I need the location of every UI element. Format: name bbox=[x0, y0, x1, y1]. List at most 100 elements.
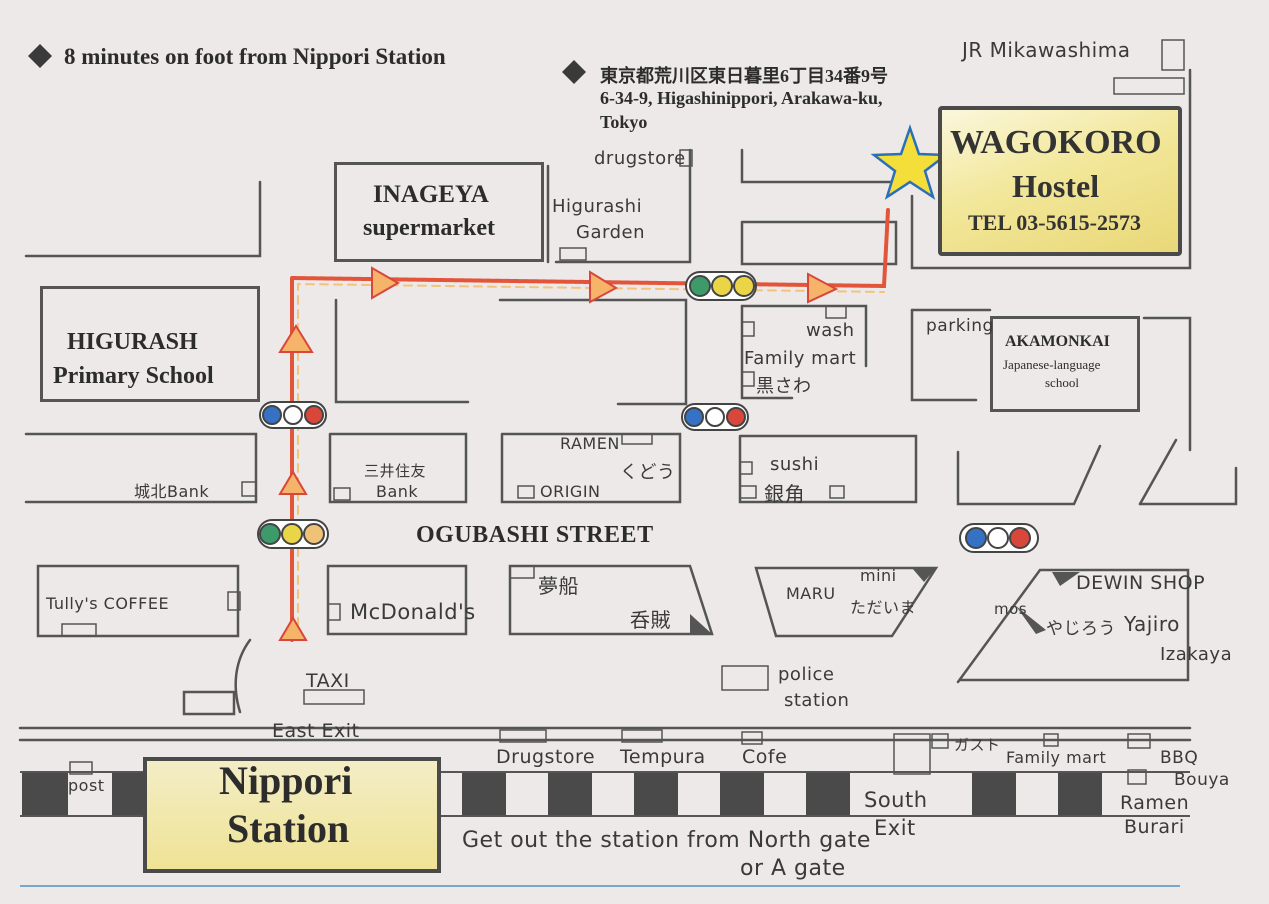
route-arrow bbox=[807, 272, 839, 304]
shop-icon bbox=[690, 614, 712, 634]
label-tullys: Tully's COFFEE bbox=[46, 594, 170, 613]
shop-icon bbox=[739, 461, 753, 475]
hostel-box: WAGOKORO Hostel TEL 03-5615-2573 bbox=[938, 106, 1182, 256]
block-outline bbox=[740, 148, 898, 184]
traffic-light bbox=[681, 403, 749, 431]
label-ken: 呑賊 bbox=[630, 608, 671, 632]
shop-icon bbox=[333, 487, 351, 501]
shop-icon bbox=[241, 481, 257, 497]
street-name: OGUBASHI STREET bbox=[416, 522, 654, 548]
shop-icon bbox=[327, 603, 341, 621]
label-mitsui-bank-2: Bank bbox=[376, 482, 419, 501]
block-outline bbox=[500, 432, 682, 504]
shop-icon bbox=[829, 485, 845, 499]
shop-icon bbox=[621, 433, 653, 445]
block-outline bbox=[738, 434, 918, 504]
label-yume-fune: 夢船 bbox=[538, 574, 579, 598]
block-outline bbox=[910, 68, 1192, 270]
label-taxi: TAXI bbox=[306, 670, 350, 692]
label-east-exit: East Exit bbox=[272, 720, 360, 742]
block-outline bbox=[328, 432, 468, 504]
block-outline bbox=[24, 432, 258, 504]
block-outline bbox=[326, 564, 468, 636]
block-outline bbox=[740, 220, 898, 266]
shop-icon bbox=[1127, 733, 1151, 749]
label-garden: Garden bbox=[576, 222, 645, 243]
label-origin: ORIGIN bbox=[540, 482, 601, 501]
school-name: HIGURASH bbox=[67, 329, 198, 355]
shop-icon bbox=[1043, 733, 1059, 747]
inageya-name: INAGEYA bbox=[373, 181, 489, 208]
label-yajiro: Yajiro bbox=[1124, 612, 1180, 636]
block-outline bbox=[754, 566, 939, 638]
label-mitsui-bank: 三井住友 bbox=[364, 462, 427, 480]
access-time-text: 8 minutes on foot from Nippori Station bbox=[64, 44, 446, 69]
hostel-type: Hostel bbox=[1012, 168, 1100, 204]
directions-note-line1: Get out the station from North gate bbox=[462, 828, 871, 853]
block-outline bbox=[1142, 316, 1192, 452]
block-outline bbox=[498, 298, 688, 406]
inageya-type: supermarket bbox=[363, 215, 495, 241]
label-ginkaku: 銀角 bbox=[764, 482, 805, 506]
shop-icon bbox=[1127, 769, 1147, 785]
rail-track bbox=[22, 772, 1102, 816]
shop-icon bbox=[69, 761, 93, 775]
label-yajirou-jp: やじろう bbox=[1046, 619, 1116, 639]
hostel-star-icon bbox=[870, 124, 950, 200]
label-family-mart-bottom: Family mart bbox=[1006, 748, 1107, 767]
label-bbq: BBQ bbox=[1160, 748, 1199, 768]
block-outline bbox=[1138, 466, 1238, 506]
nippori-station-box: Nippori Station bbox=[143, 757, 441, 873]
bullet-diamond-icon bbox=[562, 60, 586, 84]
shop-icon bbox=[1161, 39, 1185, 71]
shop-icon bbox=[621, 729, 663, 743]
label-police-station: station bbox=[784, 690, 850, 711]
label-gusto: ガスト bbox=[954, 736, 1001, 754]
akamonkai-line3: school bbox=[1045, 375, 1079, 390]
label-izakaya: Izakaya bbox=[1160, 644, 1233, 665]
shop-icon bbox=[559, 247, 587, 261]
route-arrow bbox=[589, 270, 619, 304]
shop-icon bbox=[741, 731, 763, 745]
shop-icon bbox=[893, 733, 931, 775]
shop-icon bbox=[739, 485, 757, 499]
block-outline bbox=[910, 308, 978, 402]
label-cafe: Cofe bbox=[742, 746, 788, 768]
label-mos: mos bbox=[994, 600, 1028, 618]
label-bank-left: 城北Bank bbox=[134, 482, 210, 501]
label-kudou: くどう bbox=[620, 462, 676, 483]
label-wash: wash bbox=[806, 320, 855, 341]
label-maru: MARU bbox=[786, 584, 836, 603]
shop-icon bbox=[679, 149, 693, 167]
akamonkai-box: AKAMONKAI Japanese-language school bbox=[990, 316, 1140, 412]
block-outline bbox=[956, 444, 1102, 506]
block-outline bbox=[554, 148, 692, 264]
address-english-line2: Tokyo bbox=[600, 112, 648, 132]
label-dewin-shop: DEWIN SHOP bbox=[1076, 572, 1206, 594]
label-bouya: Bouya bbox=[1174, 770, 1230, 790]
school-type: Primary School bbox=[53, 363, 214, 389]
label-ramen: RAMEN bbox=[560, 434, 620, 453]
mos-burger-icon bbox=[1016, 606, 1046, 634]
akamonkai-name: AKAMONKAI bbox=[1005, 333, 1110, 350]
route-arrow bbox=[278, 324, 314, 353]
block-outline bbox=[24, 180, 262, 258]
shop-icon bbox=[741, 371, 755, 387]
route-arrow bbox=[278, 616, 308, 641]
label-mcdonalds: McDonald's bbox=[350, 600, 476, 624]
inageya-box: INAGEYA supermarket bbox=[334, 162, 544, 262]
label-tempura: Tempura bbox=[620, 746, 706, 768]
label-higurashi: Higurashi bbox=[552, 196, 643, 217]
label-exit: Exit bbox=[874, 816, 916, 840]
label-mini: mini bbox=[860, 566, 897, 585]
address-japanese: 東京都荒川区東日暮里6丁目34番9号 bbox=[600, 66, 888, 86]
label-tadaima: ただいま bbox=[850, 598, 917, 617]
block-outline bbox=[334, 298, 470, 404]
label-sushi: sushi bbox=[770, 454, 820, 475]
shop-icon bbox=[825, 305, 847, 319]
address-english-line1: 6-34-9, Higashinippori, Arakawa-ku, bbox=[600, 88, 883, 108]
route-arrow bbox=[278, 470, 308, 495]
label-family-mart-mid: Family mart bbox=[744, 348, 857, 369]
